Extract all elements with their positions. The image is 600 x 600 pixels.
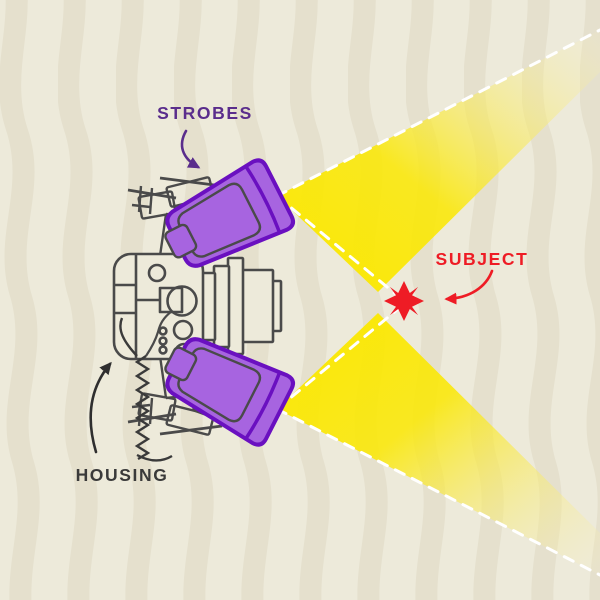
housing-label: HOUSING: [76, 465, 169, 485]
top-strobe-beam: [275, 28, 600, 298]
bottom-strobe-beam: [275, 307, 600, 577]
housing-dial-mid: [172, 319, 194, 341]
subject-label: SUBJECT: [436, 249, 529, 269]
bottom-strobe: [164, 337, 295, 447]
strobes-arrow: [180, 129, 201, 169]
subject-starburst: [384, 281, 424, 321]
bottom-beam-guide-lower: [275, 407, 600, 577]
housing-indicator-dot: [158, 336, 168, 346]
housing-dial-main: [166, 285, 198, 317]
strobes-label: STROBES: [157, 103, 253, 123]
subject-arrow: [444, 269, 494, 305]
housing-indicator-dot: [158, 345, 168, 355]
camera-housing: [112, 252, 283, 364]
top-beam-guide-lower: [275, 194, 400, 298]
top-beam-guide-upper: [275, 28, 600, 198]
housing-arrow: [89, 361, 112, 454]
bottom-beam-guide-upper: [275, 307, 400, 411]
housing-indicator-dot: [158, 326, 168, 336]
housing-dial-top: [147, 263, 167, 283]
sync-cable: [119, 317, 173, 462]
lens-port: [200, 256, 283, 356]
top-strobe: [164, 158, 295, 268]
